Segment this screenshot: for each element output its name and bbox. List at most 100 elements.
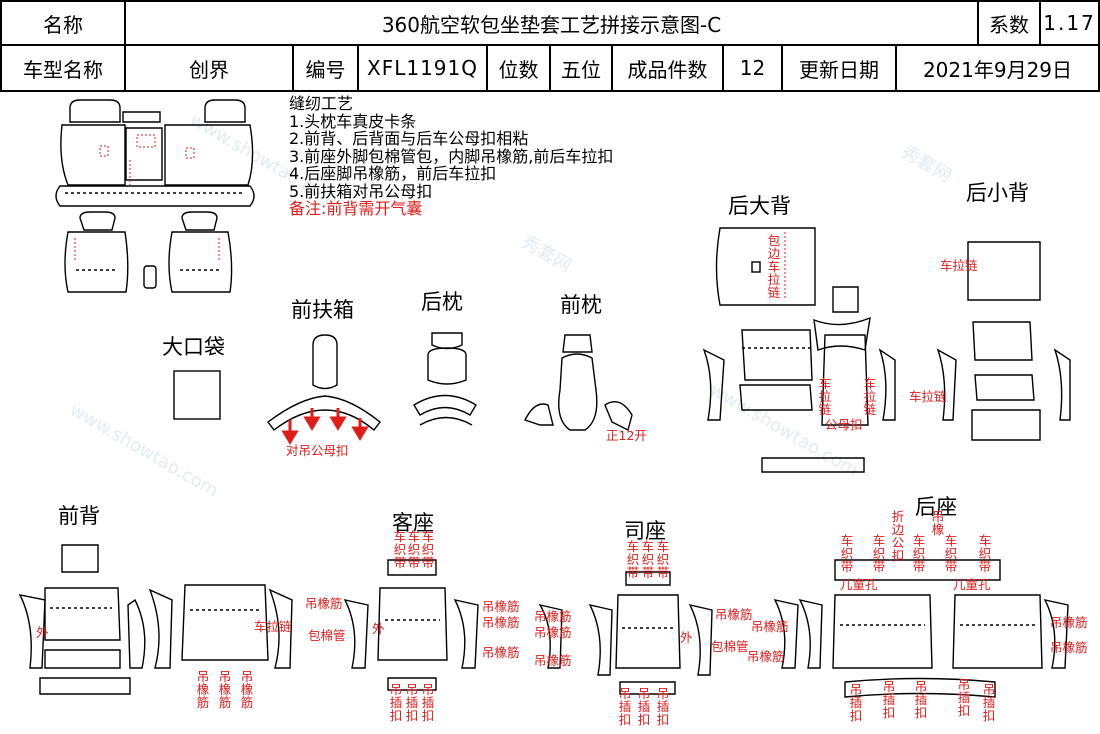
label-driver-clip: 吊插扣 (618, 686, 632, 727)
label-rear-fold: 折边公扣 (891, 509, 905, 563)
label-rear-child-hole: 儿童孔 (953, 577, 991, 592)
code-value: XFL1191Q (367, 56, 478, 80)
label-rear-belt: 车织带 (944, 533, 958, 574)
label-driver-cotton: 包棉管 (711, 639, 749, 654)
process-step: 1.头枕车真皮卡条 (289, 111, 417, 131)
title-rear-big-back: 后大背 (728, 194, 791, 218)
label-passenger-rubber-right: 吊橡筋 (482, 615, 520, 630)
label-rear-clip: 吊插扣 (982, 682, 996, 723)
date-value: 2021年9月29日 (922, 57, 1073, 82)
header-divider (895, 44, 897, 92)
title-front-armrest: 前扶箱 (291, 298, 354, 322)
label-rear-rubber-right: 吊橡筋 (1050, 640, 1088, 655)
header-left-border (0, 0, 2, 92)
piece-rear-headrest (413, 332, 477, 426)
label-rear-rubber-right: 吊橡筋 (1050, 615, 1088, 630)
header-divider (292, 44, 294, 92)
label-driver-rubber-left: 吊橡筋 (534, 625, 572, 640)
pieces-value: 12 (739, 56, 766, 80)
armrest-arrows (281, 408, 369, 445)
label-passenger-clip: 吊插扣 (405, 682, 419, 723)
piece-front-headrest (524, 334, 633, 432)
label-rear-clip: 吊插扣 (849, 682, 863, 723)
coef-label: 系数 (989, 12, 1029, 37)
label-driver-belt: 车织带 (626, 539, 640, 580)
label-passenger-rubber-right: 吊橡筋 (482, 599, 520, 614)
label-rear-belt: 车织带 (978, 533, 992, 574)
process-remark: 备注:前背需开气囊 (289, 199, 423, 218)
label-small-back-zipper-side: 车拉链 (909, 389, 947, 404)
label-big-back-zipper-left: 车拉链 (818, 376, 832, 417)
header-divider (1039, 0, 1041, 46)
label-rear-belt: 车织带 (872, 533, 886, 574)
label-rear-rubber-short: 吊橡 (931, 509, 945, 537)
overview-front-seats (64, 211, 233, 293)
date-label: 更新日期 (799, 57, 879, 82)
title-front-back: 前背 (58, 504, 100, 528)
seats-value: 五位 (561, 57, 601, 82)
title-front-headrest: 前枕 (560, 293, 602, 317)
label-driver-rubber-left: 吊橡筋 (534, 609, 572, 624)
header-divider (977, 0, 979, 46)
title-passenger-seat: 客座 (392, 511, 434, 535)
piece-rear-small-back (936, 241, 1071, 441)
label-front-back-zipper: 车拉链 (254, 619, 292, 634)
title-big-pocket: 大口袋 (162, 335, 225, 359)
label-big-back-snap: 公母扣 (825, 417, 863, 432)
label-passenger-belt: 车织带 (407, 529, 421, 570)
process-heading: 缝纫工艺 (289, 94, 354, 113)
label-driver-belt: 车织带 (641, 539, 655, 580)
title-driver-seat: 司座 (624, 519, 666, 543)
label-driver-rubber-right3: 吊橡筋 (747, 649, 785, 664)
label-rear-belt: 车织带 (840, 533, 854, 574)
label-driver-rubber-right2: 吊橡筋 (751, 619, 789, 634)
label-rear-child-hole: 儿童孔 (840, 577, 878, 592)
header-top-border (0, 0, 1100, 2)
label-big-back-zipper-right: 车拉链 (863, 376, 877, 417)
label-driver-belt: 车织带 (656, 539, 670, 580)
piece-driver-seat (588, 571, 799, 695)
label-rear-belt: 车织带 (912, 533, 926, 574)
label-passenger-outer: 外 (372, 621, 385, 636)
process-step: 2.前背、后背面与后车公母扣相粘 (289, 129, 529, 148)
label-headrest-slit: 正12开 (606, 428, 647, 443)
label-rear-clip: 吊插扣 (957, 677, 971, 718)
label-rear-clip: 吊插扣 (882, 679, 896, 720)
header-divider (781, 44, 783, 92)
pieces-label: 成品件数 (627, 57, 708, 82)
piece-rear-seat (798, 559, 1069, 698)
header-divider (357, 44, 359, 92)
label-passenger-cotton: 包棉管 (308, 628, 346, 643)
piece-big-pocket (173, 370, 221, 420)
piece-front-back (18, 544, 293, 695)
label-driver-clip: 吊插扣 (637, 686, 651, 727)
label-passenger-clip: 吊插扣 (421, 682, 435, 723)
piece-front-armrest (267, 334, 381, 432)
label-passenger-rubber-right: 吊橡筋 (482, 645, 520, 660)
label-small-back-zipper: 车拉链 (940, 258, 978, 273)
title-rear-headrest: 后枕 (421, 290, 463, 314)
header-divider (722, 44, 724, 92)
overview-rear-set (55, 99, 255, 207)
process-step: 3.前座外脚包棉管包，内脚吊橡筋,前后车拉扣 (289, 146, 614, 166)
label-passenger-belt: 车织带 (421, 529, 435, 570)
header-divider (549, 44, 551, 92)
label-passenger-rubber: 吊橡筋 (305, 596, 343, 611)
label-front-back-rubber: 吊橡筋 (218, 669, 232, 710)
label-armrest-snap: 对吊公母扣 (286, 443, 349, 458)
coef-value: 1.17 (1043, 11, 1096, 35)
label-driver-rubber-left: 吊橡筋 (534, 653, 572, 668)
label-rear-big-wrap: 包边车拉链 (767, 233, 781, 300)
process-notes: 缝纫工艺 1.头枕车真皮卡条 2.前背、后背面与后车公母扣相粘 3.前座外脚包棉… (289, 95, 613, 218)
model-value: 创界 (189, 57, 229, 82)
header-divider (611, 44, 613, 92)
process-step: 4.后座脚吊橡筋，前后车拉扣 (289, 164, 497, 183)
piece-passenger-seat (343, 559, 563, 691)
piece-rear-big-back (702, 227, 896, 473)
title-rear-small-back: 后小背 (966, 181, 1029, 205)
model-label: 车型名称 (23, 57, 103, 82)
seats-label: 位数 (498, 57, 539, 82)
